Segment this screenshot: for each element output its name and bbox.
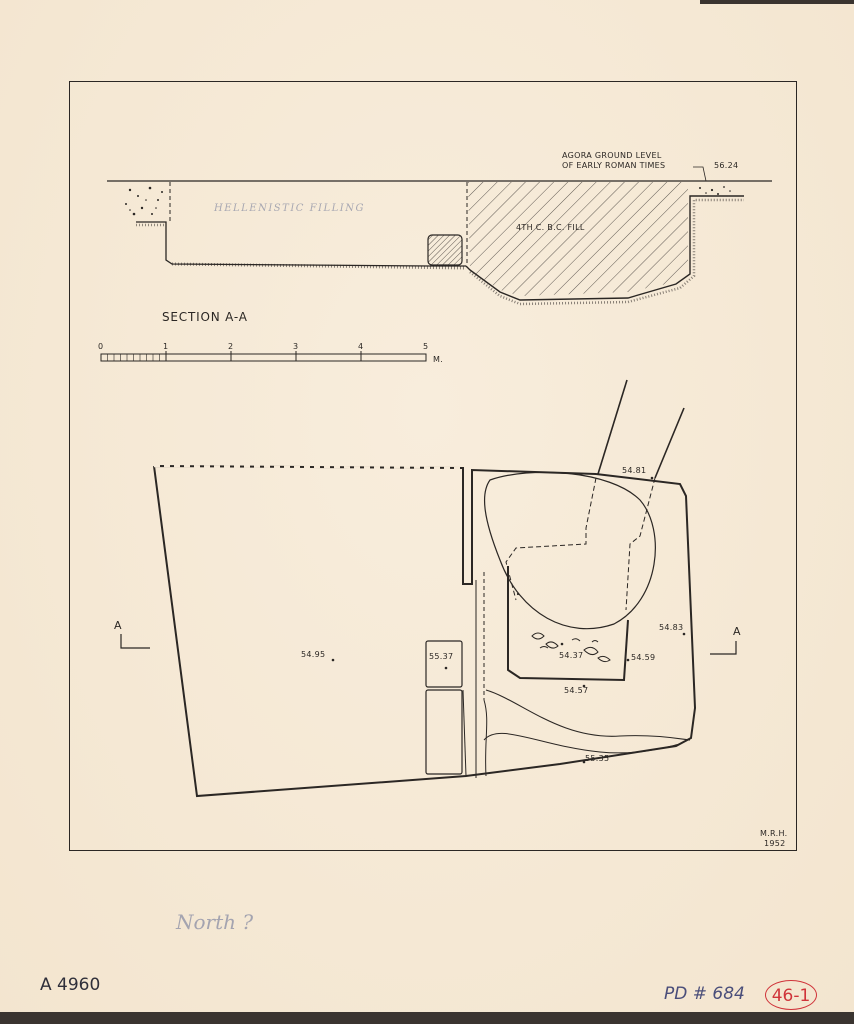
hellenistic-floor-texture <box>171 262 467 270</box>
level-55-37: 55.37 <box>429 652 454 661</box>
block-lower <box>425 689 463 775</box>
curved-feature-inner <box>483 732 681 754</box>
pd-number: PD # 684 <box>664 984 745 1004</box>
scale-tick-1: 1 <box>163 342 169 351</box>
ground-level-label-line2: OF EARLY ROMAN TIMES <box>562 161 666 170</box>
hellenistic-filling-label: HELLENISTIC FILLING <box>214 203 365 214</box>
drain-channel-right <box>654 407 685 479</box>
red-stamp: 46-1 <box>765 980 817 1010</box>
section-marker-left-label: A <box>114 619 122 632</box>
inner-pit <box>507 566 629 682</box>
section-marker-right-label: A <box>733 625 741 638</box>
fourth-century-fill-label: 4TH C. B.C. FILL <box>516 223 585 232</box>
section-marker-left <box>120 634 150 649</box>
ground-level-label-line1: AGORA GROUND LEVEL <box>562 151 662 160</box>
trench-top-dashed <box>153 464 464 470</box>
scan-edge-top <box>700 0 854 4</box>
plan-view <box>120 379 737 798</box>
rubble-right <box>699 186 731 195</box>
ground-level-value: 56.24 <box>714 161 739 170</box>
section-a-a <box>107 166 772 306</box>
section-marker-right <box>710 641 737 655</box>
round-pit <box>483 471 656 630</box>
scale-tick-2: 2 <box>228 342 234 351</box>
credit-year: 1952 <box>764 839 786 848</box>
level-54-83: 54.83 <box>659 623 684 632</box>
ground-level-leader <box>693 166 707 182</box>
level-54-59: 54.59 <box>631 653 656 662</box>
stone-block <box>427 234 463 266</box>
inner-pit-stones <box>531 632 611 663</box>
level-54-95: 54.95 <box>301 650 326 659</box>
level-55-35: 55.35 <box>585 754 610 763</box>
rubble-left <box>125 186 163 216</box>
scale-tick-4: 4 <box>358 342 364 351</box>
block-upper <box>425 640 463 688</box>
level-54-81: 54.81 <box>622 466 647 475</box>
channel-wall <box>462 689 467 777</box>
fourth-century-pit-profile <box>465 195 744 301</box>
scale-bar <box>100 351 427 362</box>
level-54-57: 54.57 <box>564 686 589 695</box>
drawing-frame <box>69 81 797 851</box>
scale-tick-0: 0 <box>98 342 104 351</box>
drain-channel-left <box>597 379 628 475</box>
level-54-37: 54.37 <box>559 651 584 660</box>
hellenistic-pit-profile <box>136 221 466 267</box>
scan-edge-bottom <box>0 1012 854 1024</box>
scale-tick-5: 5 <box>423 342 429 351</box>
credit-initials: M.R.H. <box>760 829 788 838</box>
fourth-century-fill <box>468 182 688 296</box>
catalog-id: A 4960 <box>40 975 101 995</box>
section-title: SECTION A-A <box>162 310 248 324</box>
north-note: North ? <box>176 910 254 934</box>
level-points <box>331 476 686 764</box>
trench-outline <box>153 465 697 798</box>
scale-unit: M. <box>433 355 444 364</box>
scale-tick-3: 3 <box>293 342 299 351</box>
drain-course-dashed <box>505 477 656 611</box>
curved-feature-outer <box>485 689 691 741</box>
